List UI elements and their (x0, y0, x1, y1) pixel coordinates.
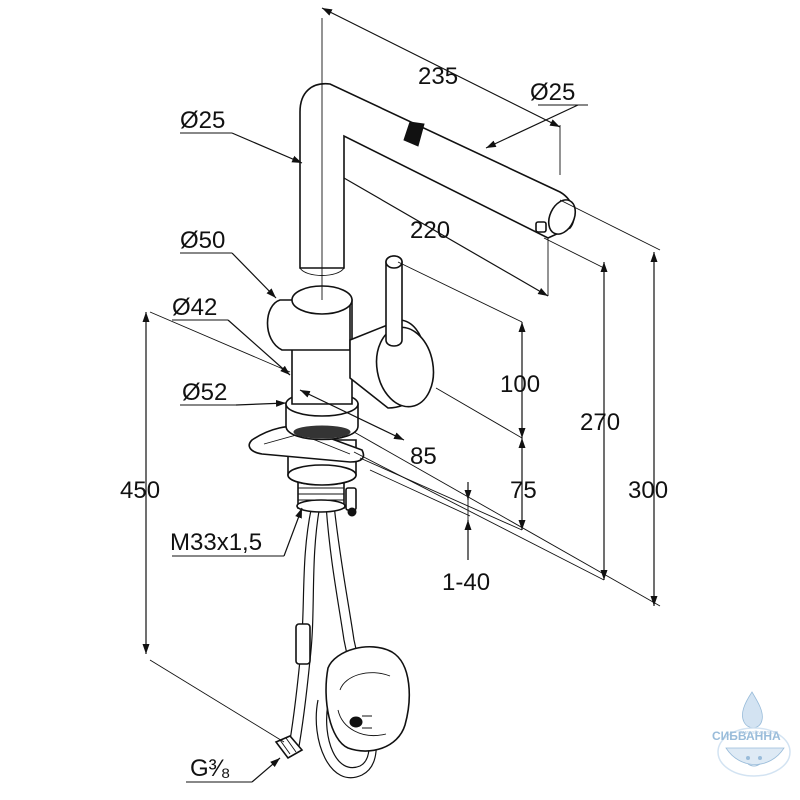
label-450: 450 (120, 477, 160, 504)
label-75: 75 (510, 477, 537, 504)
lever (385, 255, 403, 347)
label-m33: M33x1,5 (170, 529, 262, 556)
water-drop-icon (742, 691, 763, 729)
leader-phi52 (235, 399, 287, 407)
bathtub-icon (725, 747, 785, 765)
label-270: 270 (580, 409, 620, 436)
label-phi25-top: Ø25 (530, 79, 575, 106)
leader-g38 (251, 757, 281, 783)
watermark-brand: СИБВАННА (712, 729, 781, 743)
counterweight-slot (349, 716, 363, 728)
fixing-screw (345, 487, 357, 511)
leader-phi25-left (231, 132, 303, 164)
label-85: 85 (410, 443, 437, 470)
watermark-logo: СИБВАННА www.sibvanna.ru (712, 691, 791, 777)
label-phi50: Ø50 (180, 227, 225, 254)
leader-phi42 (227, 319, 291, 376)
hose-clip (295, 623, 311, 665)
label-phi52: Ø52 (182, 379, 227, 406)
label-1-40: 1-40 (442, 569, 490, 596)
leader-phi50 (231, 252, 277, 299)
leader-phi25-top (485, 104, 579, 149)
dimension-lines (142, 7, 661, 783)
dim-line-85 (299, 389, 405, 441)
watermark-site: www.sibvanna.ru (740, 730, 778, 736)
label-100: 100 (500, 371, 540, 398)
label-g38: G³⁄₈ (190, 755, 231, 782)
dim-line-220 (343, 177, 549, 297)
faucet-body (248, 83, 577, 779)
label-220: 220 (410, 217, 450, 244)
label-300: 300 (628, 477, 668, 504)
label-phi42: Ø42 (172, 294, 217, 321)
dimension-labels: 235 220 Ø25 Ø25 Ø50 Ø42 Ø52 100 85 75 27… (120, 63, 668, 782)
label-phi25-left: Ø25 (180, 107, 225, 134)
dim-line-235 (321, 7, 561, 128)
leader-m33 (283, 507, 303, 557)
counterweight (325, 646, 411, 752)
label-235: 235 (418, 63, 458, 90)
